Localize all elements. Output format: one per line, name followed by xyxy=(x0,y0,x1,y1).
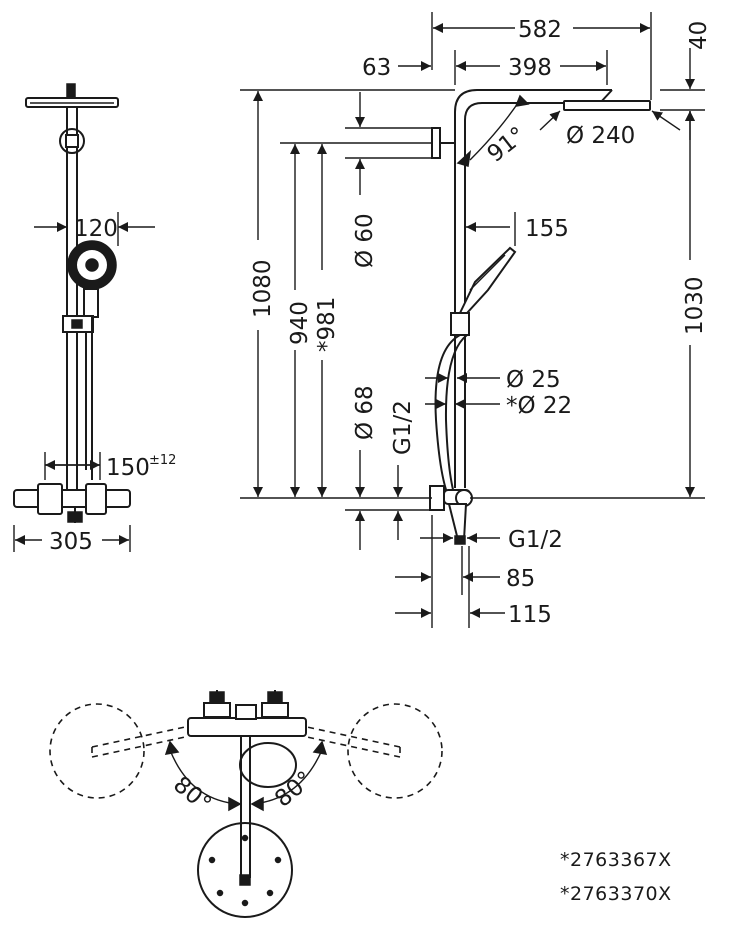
dim-dia-68: Ø 68 xyxy=(345,385,432,550)
dim-1080: 1080 xyxy=(240,89,455,499)
angle-80-left: 80° xyxy=(164,740,242,818)
angle-80-left-label: 80° xyxy=(168,772,216,818)
dim-582: 582 xyxy=(431,12,652,100)
dim-981: *981 xyxy=(314,144,340,497)
swing-arm-right xyxy=(306,726,401,758)
article-number-2: *2763370X xyxy=(560,883,672,905)
top-view: 80° 80° xyxy=(49,690,443,918)
overhead-shower-top xyxy=(197,822,293,918)
swing-circle-right xyxy=(347,703,443,799)
dim-150: 150 ±12 xyxy=(44,452,176,481)
dim-dia-60: Ø 60 xyxy=(345,92,432,268)
dim-85: 85 xyxy=(395,515,535,628)
dim-150-label: 150 xyxy=(106,455,150,481)
dim-g12-vertical-label: G1/2 xyxy=(390,400,416,455)
article-number-list: *2763367X *2763370X xyxy=(560,849,672,905)
dim-dia-25: Ø 25 xyxy=(425,367,561,393)
dim-940: 940 xyxy=(280,142,432,497)
dim-dia-68-label: Ø 68 xyxy=(352,385,378,440)
dim-85-label: 85 xyxy=(506,566,535,592)
dim-63: 63 xyxy=(362,55,431,81)
dim-398-label: 398 xyxy=(508,55,552,81)
riser-top xyxy=(240,736,251,878)
dim-582-label: 582 xyxy=(518,17,562,43)
article-number-1: *2763367X xyxy=(560,849,672,871)
dim-150-tolerance: ±12 xyxy=(149,453,176,468)
dim-155: 155 xyxy=(466,212,569,246)
front-view: 120 150 ±12 305 xyxy=(13,83,176,555)
hand-shower-front xyxy=(62,240,117,480)
dim-1030: 1030 xyxy=(470,111,708,499)
thermostat-top xyxy=(187,690,307,737)
dim-940-label: 940 xyxy=(287,301,313,345)
dim-115-label: 115 xyxy=(508,602,552,628)
dim-1080-label: 1080 xyxy=(250,259,276,318)
dim-40-label: 40 xyxy=(686,21,712,50)
side-view: 582 40 63 398 91° xyxy=(240,12,712,628)
dim-dia-22-label: *Ø 22 xyxy=(506,393,572,419)
dim-g12-horizontal-label: G1/2 xyxy=(508,527,563,553)
riser-pipe-front xyxy=(59,107,85,490)
swing-arm-left xyxy=(91,726,186,758)
dim-g12-horizontal: G1/2 xyxy=(420,527,563,553)
thermostat-front xyxy=(13,483,131,523)
swing-circle-left xyxy=(49,703,145,799)
dim-981-label: *981 xyxy=(314,297,340,352)
dim-dia-25-label: Ø 25 xyxy=(506,367,561,393)
dim-398: 398 xyxy=(454,50,608,85)
dim-120-label: 120 xyxy=(74,216,118,242)
dim-155-label: 155 xyxy=(525,216,569,242)
dim-305-label: 305 xyxy=(49,529,93,555)
dim-g12-vertical: G1/2 xyxy=(390,400,416,540)
dim-dia-60-label: Ø 60 xyxy=(352,213,378,268)
dim-120: 120 xyxy=(34,212,155,246)
dim-115: 115 xyxy=(395,546,552,628)
dim-dia-240-label: Ø 240 xyxy=(566,123,635,149)
dim-1030-label: 1030 xyxy=(682,276,708,335)
dim-91-label: 91° xyxy=(483,122,531,168)
overhead-shower-front xyxy=(25,83,119,108)
dim-305: 305 xyxy=(13,525,131,555)
shower-column-side xyxy=(429,89,651,545)
dim-dia-240: Ø 240 xyxy=(539,110,681,149)
dim-63-label: 63 xyxy=(362,55,391,81)
dim-dia-22: *Ø 22 xyxy=(425,393,572,419)
